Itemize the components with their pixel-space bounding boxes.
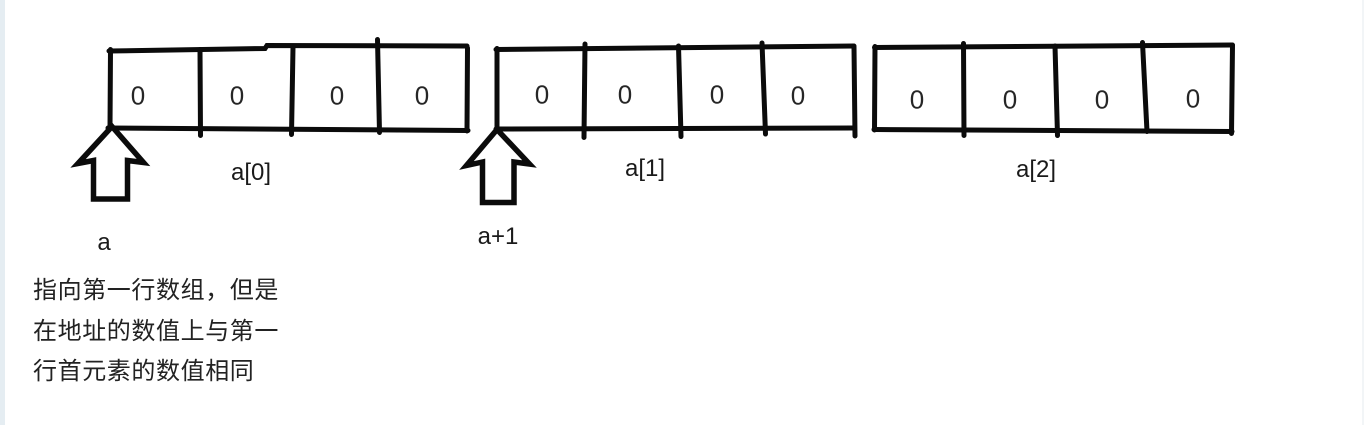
cell-value: 0 [534, 79, 550, 110]
row-label-a0: a[0] [230, 159, 272, 186]
array-row-0-box [105, 37, 471, 138]
page-edge-strip-left [0, 0, 5, 425]
cell-value: 0 [329, 80, 345, 110]
cell-value: 0 [1094, 84, 1110, 114]
array-row-2-box [871, 40, 1235, 138]
annotation-note-line: 指向第一行数组，但是 [33, 277, 279, 304]
cell-value: 0 [229, 80, 245, 110]
cell-value: 0 [1185, 83, 1201, 113]
pointer-label-a-plus-1: a+1 [477, 222, 519, 250]
pointer-label-a: a [97, 228, 111, 256]
annotation-note: 指向第一行数组，但是 在地址的数值上与第一 行首元素的数值相同 [33, 271, 279, 393]
cell-value: 0 [414, 80, 430, 110]
row-label-a2: a[2] [1015, 156, 1057, 183]
cell-value: 0 [130, 80, 146, 110]
annotation-note-line: 在地址的数值上与第一 [33, 317, 279, 345]
page-edge-strip-right [1362, 0, 1364, 425]
cell-value: 0 [709, 79, 725, 110]
row-label-a1: a[1] [624, 154, 666, 182]
cell-value: 0 [617, 79, 633, 110]
array-row-1-box [493, 40, 858, 140]
cell-value: 0 [790, 80, 806, 111]
annotation-note-line: 行首元素的数值相同 [33, 358, 255, 385]
up-arrow-icon-a [70, 122, 151, 202]
cell-value: 0 [1002, 84, 1018, 114]
up-arrow-icon-a-plus-1 [459, 125, 537, 206]
cell-value: 0 [909, 84, 925, 114]
